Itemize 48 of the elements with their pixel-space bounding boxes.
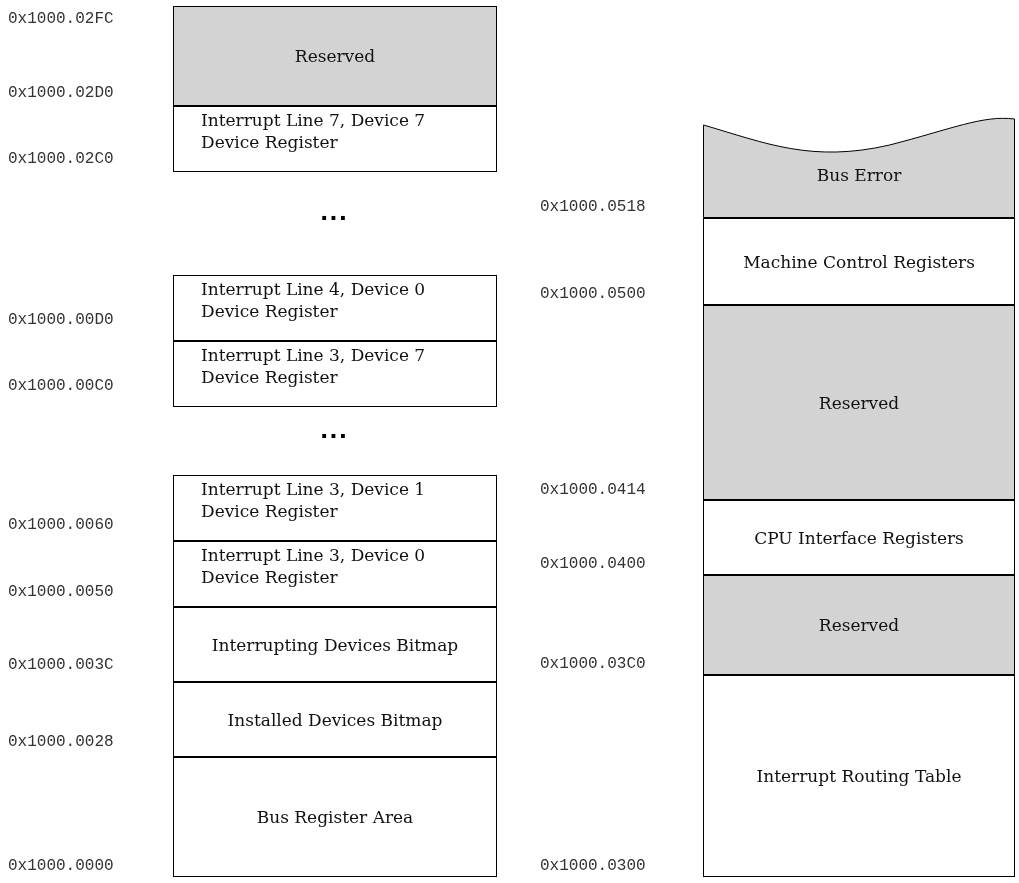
address-label: 0x1000.0028	[8, 733, 114, 751]
address-label: 0x1000.00C0	[8, 377, 114, 395]
reserved-region	[173, 6, 497, 106]
memory-region	[173, 106, 497, 172]
address-label: 0x1000.003C	[8, 656, 114, 674]
memory-region	[173, 607, 497, 682]
region-label: Interrupt Line 7, Device 7 Device Register	[201, 109, 427, 153]
region-label: Machine Control Registers	[742, 251, 976, 272]
memory-region	[703, 675, 1015, 877]
region-label: Reserved	[817, 615, 901, 635]
memory-region	[173, 757, 497, 877]
region-label: Bus Error	[815, 164, 903, 185]
region-label: Interrupt Line 4, Device 0 Device Register	[201, 278, 427, 322]
reserved-region	[703, 575, 1015, 675]
address-label: 0x1000.00D0	[8, 311, 114, 329]
region-label: Interrupt Line 3, Device 0 Device Register	[201, 544, 427, 588]
address-label: 0x1000.0000	[8, 857, 114, 875]
address-label: 0x1000.0500	[540, 285, 646, 303]
memory-region	[173, 275, 497, 341]
region-label: Interrupt Line 3, Device 1 Device Register	[201, 478, 427, 522]
region-label: Interrupt Line 3, Device 7 Device Register	[201, 344, 427, 388]
region-label: Bus Register Area	[255, 807, 415, 827]
region-label: Installed Devices Bitmap	[226, 709, 444, 730]
region-label: CPU Interface Registers	[753, 527, 965, 548]
memory-region	[703, 500, 1015, 575]
memory-region	[173, 682, 497, 757]
reserved-region	[703, 305, 1015, 500]
address-label: 0x1000.0400	[540, 555, 646, 573]
ellipsis-mark: ...	[320, 200, 349, 225]
address-label: 0x1000.0414	[540, 481, 646, 499]
address-label: 0x1000.0050	[8, 583, 114, 601]
memory-region	[173, 341, 497, 407]
region-label: Interrupting Devices Bitmap	[210, 634, 460, 655]
region-label: Interrupt Routing Table	[755, 766, 963, 786]
address-label: 0x1000.0518	[540, 198, 646, 216]
address-label: 0x1000.02D0	[8, 84, 114, 102]
memory-region	[703, 218, 1015, 305]
region-label: Reserved	[293, 46, 377, 66]
address-label: 0x1000.02C0	[8, 150, 114, 168]
ellipsis-mark: ...	[320, 418, 349, 443]
memory-region	[173, 541, 497, 607]
memory-region	[173, 475, 497, 541]
reserved-region	[703, 115, 1015, 218]
address-label: 0x1000.03C0	[540, 655, 646, 673]
address-label: 0x1000.0060	[8, 516, 114, 534]
address-label: 0x1000.02FC	[8, 10, 114, 28]
region-label: Reserved	[817, 392, 901, 413]
address-label: 0x1000.0300	[540, 857, 646, 875]
